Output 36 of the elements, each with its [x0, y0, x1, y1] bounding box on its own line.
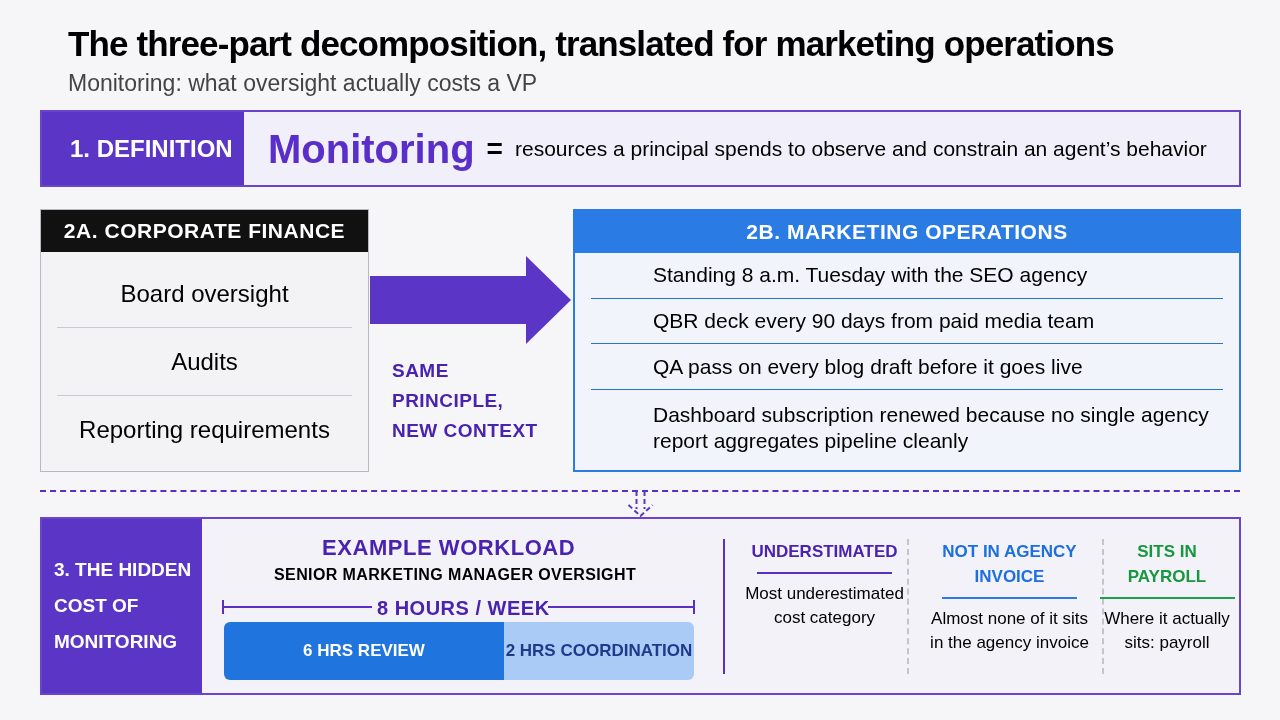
column-heading: UNDERSTIMATED [751, 541, 898, 563]
edge-label: SAME PRINCIPLE, NEW CONTEXT [392, 359, 539, 443]
list-item: Board oversight [120, 278, 289, 309]
down-arrow [627, 490, 654, 518]
list-item: QA pass on every blog draft before it goes live [653, 353, 1083, 380]
column-text: Most underestimated cost category [744, 583, 905, 629]
section-heading: 3. THE HIDDEN COST OF MONITORING [54, 558, 193, 654]
workload-bar [224, 622, 504, 680]
bar-label: 6 HRS REVIEW [303, 640, 425, 663]
list-item: Reporting requirements [79, 414, 330, 445]
thick-arrow [370, 256, 571, 344]
column-heading: NOT IN AGENCY INVOICE [941, 541, 1078, 588]
hidden-cost-panel [40, 517, 1241, 695]
panel-heading: 2B. MARKETING OPERATIONS [746, 219, 1068, 246]
definition-text: resources a principal spends to observe and constrain an agent’s behavior [514, 135, 1207, 162]
workload-bar [504, 622, 694, 680]
term: Monitoring [268, 125, 475, 173]
bar-label: 2 HRS COORDINATION [505, 640, 693, 663]
marketing-panel [573, 209, 1241, 472]
definition-band [40, 110, 1241, 187]
list-item: Audits [171, 346, 238, 377]
list-item: Standing 8 a.m. Tuesday with the SEO agency [653, 262, 1088, 289]
workload-subheading: SENIOR MARKETING MANAGER OVERSIGHT [274, 565, 637, 585]
subtitle: Monitoring: what oversight actually costs a VP [68, 69, 538, 98]
equals-sign: = [486, 131, 503, 166]
list-item: QBR deck every 90 days from paid media team [653, 308, 1095, 335]
dimension-label: 8 HOURS / WEEK [377, 596, 550, 621]
list-item: Dashboard subscription renewed because no single agency report aggregates pipeline cleanly [653, 402, 1210, 455]
workload-heading: EXAMPLE WORKLOAD [322, 534, 576, 562]
panel-heading: 2A. CORPORATE FINANCE [63, 218, 346, 245]
column-text: Almost none of it sits in the agency invoice [929, 608, 1090, 654]
finance-panel [40, 209, 369, 472]
column-heading: SITS IN PAYROLL [1126, 541, 1208, 588]
title: The three-part decomposition, translated for marketing operations [68, 23, 1114, 65]
column-text: Where it actually sits: payroll [1103, 608, 1231, 654]
section-heading: 1. DEFINITION [70, 133, 233, 164]
